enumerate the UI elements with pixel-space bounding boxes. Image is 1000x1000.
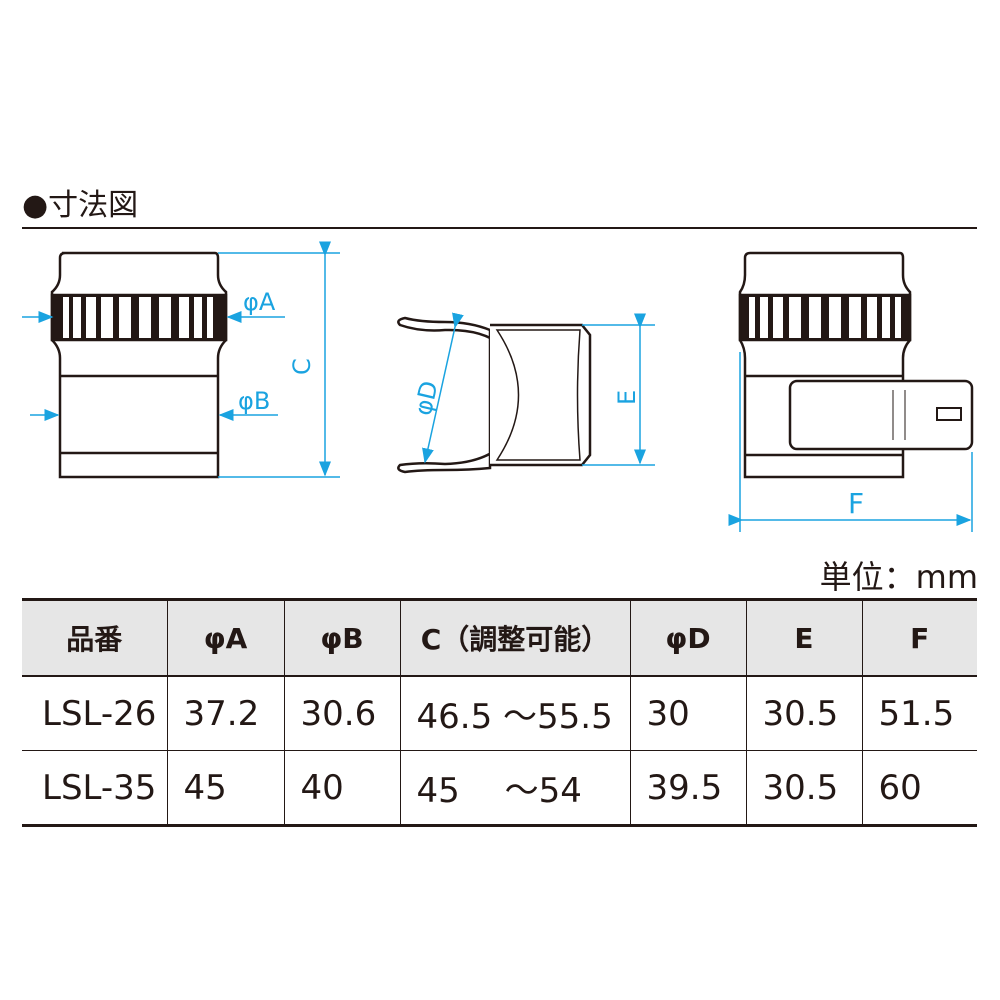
cell-phi-a: 45: [166, 750, 284, 826]
label-phi-a: φA: [243, 288, 276, 316]
label-e: E: [613, 390, 641, 405]
dimension-table: 品番 φA φB C（調整可能） φD E F LSL-26 37.2 30.6…: [22, 598, 977, 827]
cell-phi-b: 30.6: [283, 676, 400, 751]
clip-view-drawing: [397, 316, 592, 474]
cell-phi-d: 39.5: [629, 750, 746, 826]
front-view-drawing: [50, 251, 228, 479]
cell-part-number: LSL-35: [22, 750, 167, 826]
header-phi-d: φD: [629, 599, 746, 677]
dimension-lines-side: [728, 352, 973, 532]
dimension-lines-front: [22, 241, 340, 478]
cell-e: 30.5: [745, 676, 862, 751]
header-part-number: 品番: [22, 599, 167, 677]
table-row: LSL-26 37.2 30.6 46.5 ～55.5 30 30.5 51.5: [22, 676, 977, 751]
cell-phi-b: 40: [283, 750, 400, 826]
cell-phi-a: 37.2: [166, 676, 284, 751]
cell-c: 46.5 ～55.5: [399, 676, 630, 751]
title-divider: [22, 227, 977, 229]
section-title: ●寸法図: [22, 188, 139, 223]
label-phi-d: φD: [409, 378, 444, 418]
header-e: E: [745, 599, 862, 677]
label-phi-b: φB: [238, 387, 270, 415]
cell-f: 51.5: [861, 676, 977, 751]
side-view-drawing: [738, 251, 974, 479]
header-phi-b: φB: [283, 599, 400, 677]
table-header-row: 品番 φA φB C（調整可能） φD E F: [22, 599, 977, 677]
cell-e: 30.5: [745, 750, 862, 826]
label-c: C: [288, 358, 316, 375]
cell-phi-d: 30: [629, 676, 746, 751]
table-row: LSL-35 45 40 45 ～54 39.5 30.5 60: [22, 750, 977, 826]
cell-f: 60: [861, 750, 977, 826]
unit-label: 単位：mm: [819, 558, 978, 596]
dimension-drawings: φA φB C φD E F: [22, 241, 974, 532]
header-phi-a: φA: [166, 599, 284, 677]
label-f: F: [848, 487, 864, 520]
cell-part-number: LSL-26: [22, 676, 167, 751]
header-f: F: [861, 599, 977, 677]
dimension-lines-clip: [422, 312, 655, 466]
cell-c: 45 ～54: [399, 750, 630, 826]
header-c: C（調整可能）: [399, 599, 630, 677]
